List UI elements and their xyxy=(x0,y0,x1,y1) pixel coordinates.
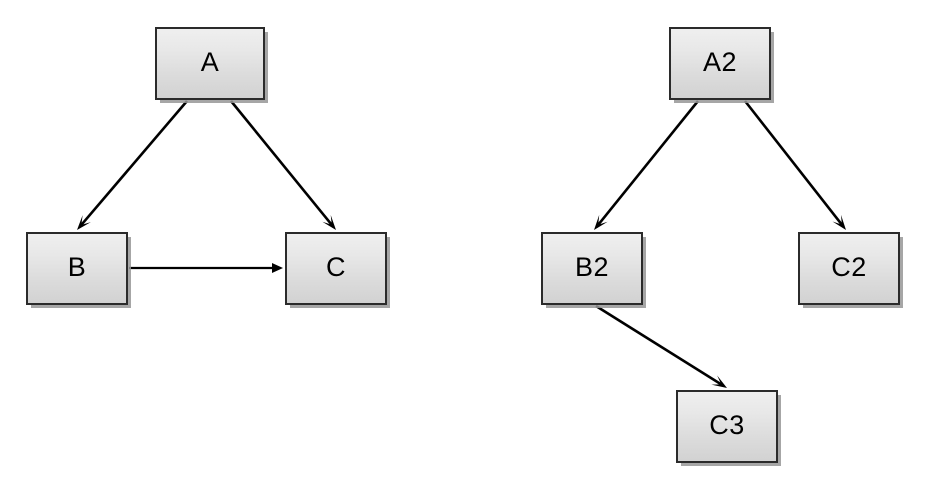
node-b[interactable]: B xyxy=(26,232,128,305)
edge-a2-to-c2 xyxy=(743,100,846,230)
edge-a-to-c xyxy=(229,100,336,230)
node-a[interactable]: A xyxy=(155,27,265,100)
edge-b2-to-c3 xyxy=(595,304,727,388)
node-a2[interactable]: A2 xyxy=(669,27,771,100)
node-label-c3: C3 xyxy=(709,410,745,440)
node-b2[interactable]: B2 xyxy=(541,232,643,305)
node-c2[interactable]: C2 xyxy=(798,232,900,305)
node-label-a2: A2 xyxy=(702,47,738,77)
node-label-b2: B2 xyxy=(574,252,610,282)
node-c3[interactable]: C3 xyxy=(676,390,778,463)
edge-a-to-b xyxy=(77,100,188,230)
node-label-b: B xyxy=(67,252,87,282)
node-label-a: A xyxy=(200,47,220,77)
node-label-c: C xyxy=(326,252,346,282)
node-label-c2: C2 xyxy=(831,252,867,282)
node-c[interactable]: C xyxy=(285,232,387,305)
edge-b-to-c xyxy=(129,263,283,273)
edge-a2-to-b2 xyxy=(594,100,700,230)
